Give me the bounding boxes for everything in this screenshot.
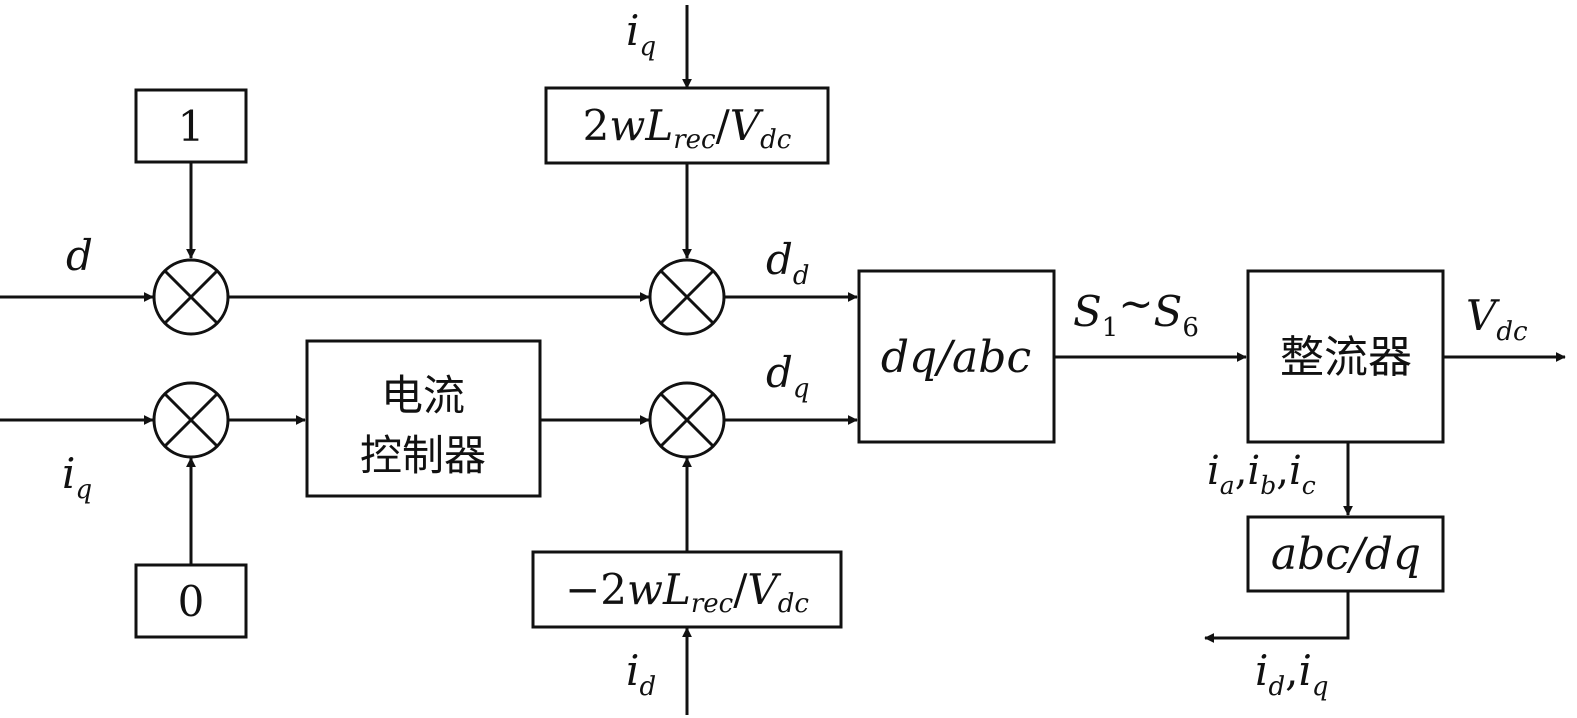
dq-abc-label: dq/abc: [881, 332, 1031, 383]
multiplier-dd-decoupling: [648, 258, 726, 336]
constant-one-block: 1: [134, 88, 248, 164]
dq-abc-transform-block: dq/abc: [857, 269, 1056, 444]
multiplier-iq-path: [152, 381, 230, 459]
signal-dd-label: dd: [766, 235, 810, 291]
gain-negative-label: −2wLrec/Vdc: [565, 565, 809, 619]
constant-one-label: 1: [178, 102, 205, 151]
rectifier-label: 整流器: [1280, 332, 1412, 383]
rectifier-block: 整流器: [1246, 269, 1445, 444]
abc-dq-transform-block: abc/dq: [1246, 515, 1445, 593]
signal-id-bottom-label: id: [626, 646, 656, 702]
signal-vdc-output-label: Vdc: [1466, 291, 1528, 347]
signal-idq-output-label: id,iq: [1255, 646, 1329, 702]
signal-d-label: d: [66, 231, 93, 280]
current-controller-label-line1: 电流: [381, 371, 465, 420]
multiplier-dq-decoupling: [648, 381, 726, 459]
wire-idq-output: [1204, 591, 1350, 643]
gain-negative-block: −2wLrec/Vdc: [531, 550, 843, 629]
constant-zero-block: 0: [134, 563, 248, 639]
gain-positive-label: 2wLrec/Vdc: [583, 101, 792, 155]
multiplier-d-path: [152, 258, 230, 336]
current-controller-label-line2: 控制器: [360, 431, 486, 480]
signal-switches-label: S1~S6: [1073, 279, 1199, 343]
gain-positive-block: 2wLrec/Vdc: [544, 86, 830, 165]
signal-iq-top-label: iq: [626, 6, 656, 62]
constant-zero-label: 0: [178, 577, 205, 626]
signal-dq-label: dq: [766, 348, 810, 404]
current-controller-block: 电流 控制器: [305, 339, 542, 498]
signal-iabc-label: ia,ib,ic: [1207, 448, 1316, 500]
signal-iq-input-label: iq: [62, 449, 92, 505]
abc-dq-label: abc/dq: [1271, 529, 1421, 580]
